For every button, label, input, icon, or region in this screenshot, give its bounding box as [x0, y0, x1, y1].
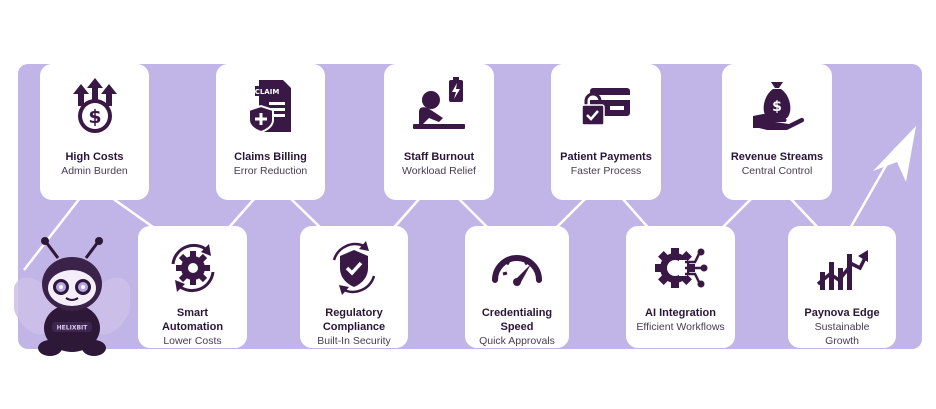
claim-document-icon: CLAIM — [239, 76, 303, 136]
svg-text:CLAIM: CLAIM — [254, 88, 279, 96]
card-credentialing-speed: Credentialing Speed Quick Approvals — [465, 226, 569, 348]
tired-worker-battery-icon — [407, 76, 471, 136]
card-subtitle-line: Sustainable — [814, 321, 870, 333]
growth-chart-icon — [810, 238, 874, 298]
svg-text:$: $ — [88, 106, 101, 128]
svg-text:$: $ — [772, 99, 782, 115]
card-subtitle: Error Reduction — [233, 165, 308, 177]
card-smart-automation: Smart Automation Lower Costs — [138, 226, 247, 348]
card-title: Patient Payments — [560, 151, 652, 163]
card-revenue-streams: $ Revenue Streams Central Control — [722, 64, 832, 200]
card-subtitle: Sustainable Growth — [815, 320, 870, 348]
card-subtitle: Quick Approvals — [479, 335, 555, 347]
bee-mascot: HELIXBIT — [14, 237, 130, 356]
card-title: Smart Automation — [162, 306, 223, 334]
card-claims-billing: CLAIM Claims Billing Error Reduction — [216, 64, 325, 200]
card-title: Revenue Streams — [730, 151, 824, 163]
card-paynova-edge: Paynova Edge Sustainable Growth — [788, 226, 896, 348]
shield-check-icon — [322, 238, 386, 298]
card-title-line: Paynova Edge — [804, 307, 880, 319]
ai-gear-circuit-icon — [649, 238, 713, 298]
card-subtitle: Admin Burden — [61, 165, 128, 177]
card-staff-burnout: Staff Burnout Workload Relief — [384, 64, 494, 200]
card-subtitle: Efficient Workflows — [636, 321, 725, 333]
card-subtitle: Workload Relief — [402, 165, 476, 177]
card-subtitle: Lower Costs — [163, 335, 222, 347]
card-subtitle: Faster Process — [570, 165, 642, 177]
card-title-line: Regulatory — [325, 307, 383, 319]
gear-cycle-icon — [161, 238, 225, 298]
speedometer-icon — [485, 238, 549, 298]
card-title: Regulatory Compliance — [323, 306, 385, 334]
card-title-line: Compliance — [322, 321, 386, 333]
card-title: Staff Burnout — [403, 151, 475, 163]
connector-line — [23, 197, 81, 271]
card-title: AI Integration — [645, 306, 716, 320]
card-patient-payments: Patient Payments Faster Process — [551, 64, 661, 200]
card-subtitle: Built-In Security — [317, 335, 391, 347]
card-title: Paynova Edge — [804, 306, 879, 320]
card-high-costs: $ High Costs Admin Burden — [40, 64, 149, 200]
card-ai-integration: AI Integration Efficient Workflows — [626, 226, 735, 348]
card-title: Claims Billing — [234, 151, 307, 163]
card-subtitle: Central Control — [741, 165, 813, 177]
card-regulatory-compliance: Regulatory Compliance Built-In Security — [300, 226, 408, 348]
card-title-line: Credentialing — [481, 307, 553, 319]
growth-arrow-icon — [873, 126, 916, 182]
card-lock-icon — [574, 76, 638, 136]
card-title-line: AI Integration — [645, 307, 716, 319]
card-title: High Costs — [65, 151, 124, 163]
card-title-line: Speed — [500, 321, 534, 333]
card-subtitle-line: Growth — [825, 335, 859, 347]
card-title: Credentialing Speed — [482, 306, 552, 334]
hand-money-bag-icon: $ — [745, 76, 809, 136]
card-title-line: Smart — [176, 307, 209, 319]
money-up-arrows-icon: $ — [63, 76, 127, 136]
mascot-label: HELIXBIT — [57, 325, 89, 332]
card-title-line: Automation — [161, 321, 224, 333]
